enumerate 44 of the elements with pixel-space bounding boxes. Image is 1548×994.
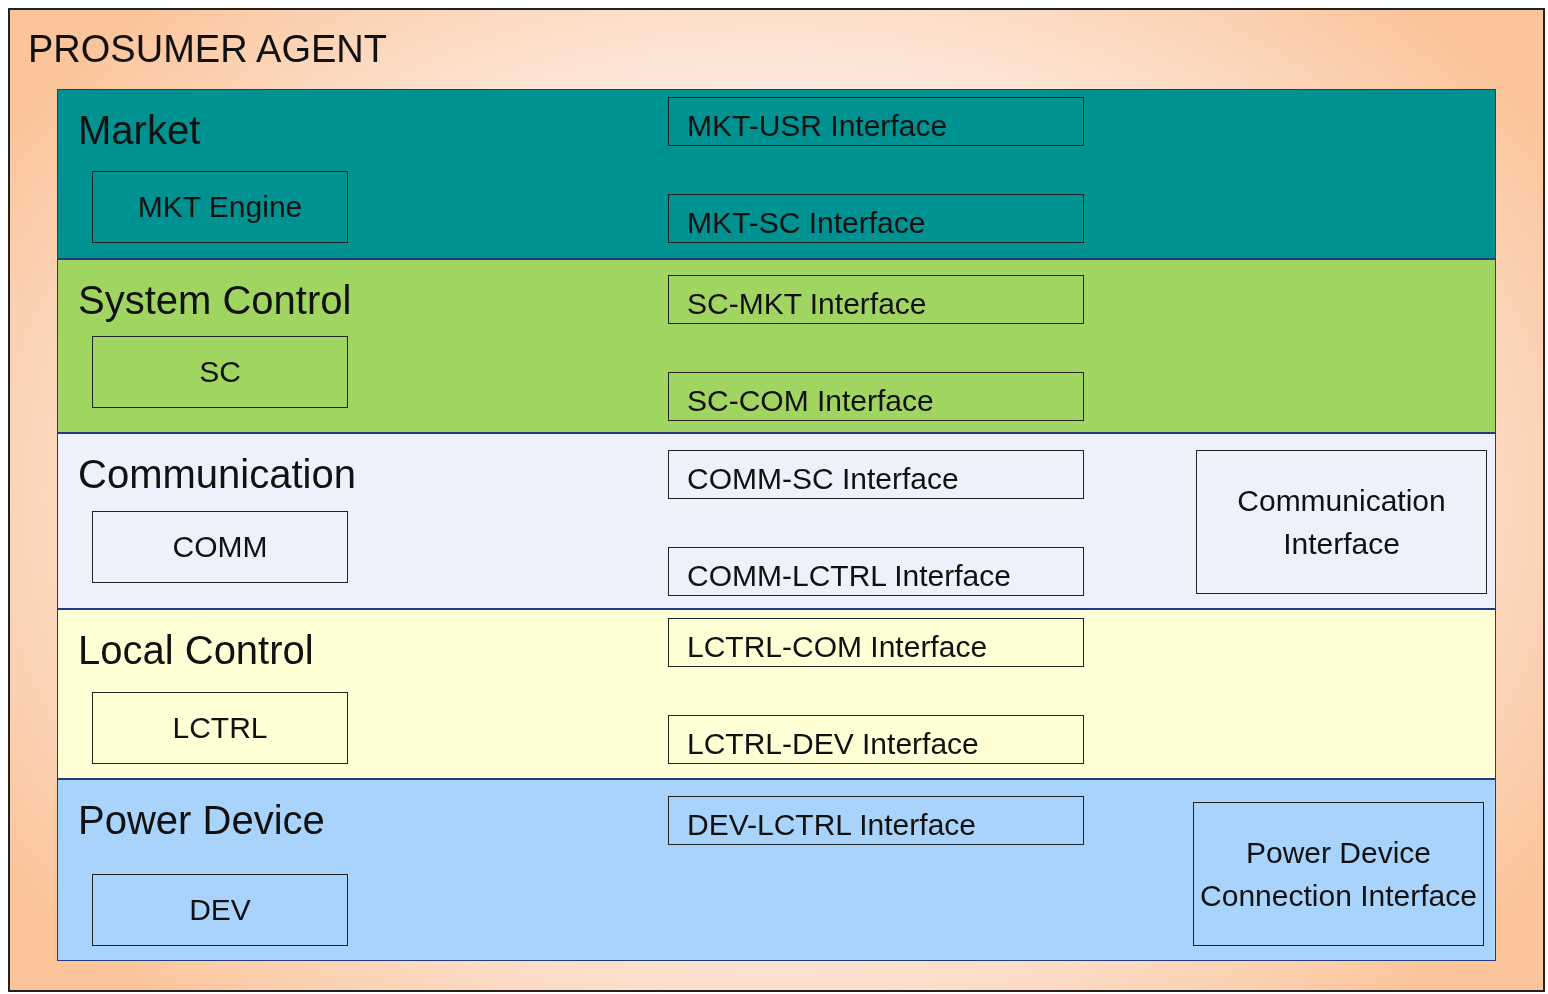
box-label: SC — [199, 354, 241, 391]
interface-box — [668, 275, 1084, 324]
layer-band — [57, 779, 1496, 961]
component-box — [92, 874, 348, 946]
box-label: COMM — [172, 529, 268, 566]
interface-box — [668, 715, 1084, 764]
box-label: MKT-SC Interface — [687, 204, 926, 241]
interface-box — [668, 450, 1084, 499]
interface-box — [668, 618, 1084, 667]
interface-box — [668, 97, 1084, 146]
interface-box — [668, 796, 1084, 845]
box-label: COMM-LCTRL Interface — [687, 557, 1011, 594]
box-label: Power Device Connection Interface — [1199, 834, 1478, 914]
box-label: MKT-USR Interface — [687, 107, 948, 144]
interface-box — [668, 194, 1084, 243]
layer-band — [57, 433, 1496, 609]
box-label: DEV-LCTRL Interface — [687, 806, 976, 843]
diagram-heading: PROSUMER AGENT — [28, 28, 387, 71]
layer-heading: Power Device — [78, 798, 325, 843]
box-label: COMM-SC Interface — [687, 460, 959, 497]
interface-box — [668, 547, 1084, 596]
layer-heading: Market — [78, 108, 201, 153]
layer-band — [57, 609, 1496, 779]
layer-band — [57, 89, 1496, 259]
box-label: SC-COM Interface — [687, 382, 934, 419]
box-label: DEV — [189, 892, 251, 929]
interface-box — [1193, 802, 1484, 946]
component-box — [92, 171, 348, 243]
interface-box — [1196, 450, 1487, 594]
box-label: LCTRL-COM Interface — [687, 628, 988, 665]
box-label: LCTRL — [172, 710, 268, 747]
layer-heading: Communication — [78, 452, 356, 497]
component-box — [92, 511, 348, 583]
box-label: MKT Engine — [137, 189, 303, 226]
component-box — [92, 336, 348, 408]
interface-box — [668, 372, 1084, 421]
container-box — [8, 8, 1545, 992]
box-label: Communication Interface — [1236, 482, 1447, 562]
layer-band — [57, 259, 1496, 433]
box-label: SC-MKT Interface — [687, 285, 927, 322]
component-box — [92, 692, 348, 764]
layer-heading: System Control — [78, 278, 352, 323]
layer-heading: Local Control — [78, 628, 314, 673]
box-label: LCTRL-DEV Interface — [687, 725, 979, 762]
